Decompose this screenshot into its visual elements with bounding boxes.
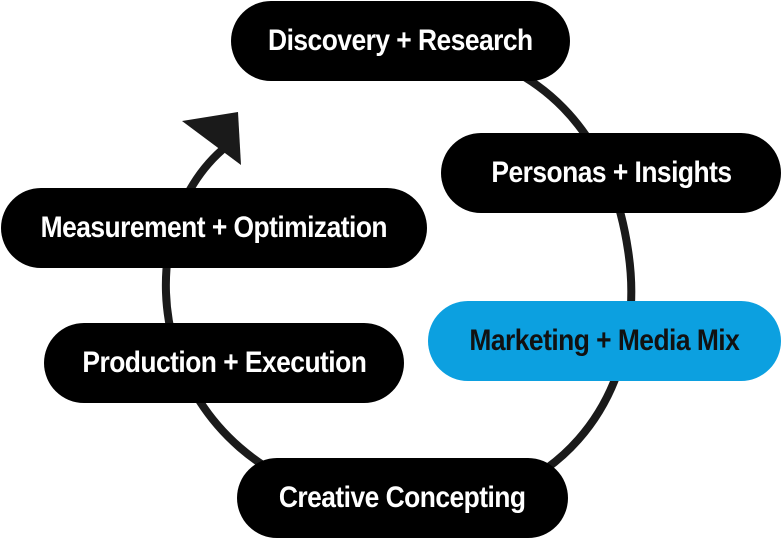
step-label: Discovery + Research: [268, 24, 533, 57]
step-discovery-research: Discovery + Research: [231, 1, 570, 81]
step-label: Production + Execution: [82, 346, 366, 379]
step-label: Marketing + Media Mix: [469, 324, 740, 357]
step-measurement-optimization: Measurement + Optimization: [1, 188, 427, 268]
step-label: Creative Concepting: [279, 481, 526, 514]
arrow-head-icon: [182, 112, 241, 165]
step-creative-concepting: Creative Concepting: [237, 458, 568, 538]
step-production-execution: Production + Execution: [44, 323, 404, 403]
step-marketing-media-mix: Marketing + Media Mix: [428, 301, 781, 381]
step-personas-insights: Personas + Insights: [441, 133, 781, 213]
step-label: Personas + Insights: [490, 156, 732, 189]
step-label: Measurement + Optimization: [40, 211, 388, 244]
